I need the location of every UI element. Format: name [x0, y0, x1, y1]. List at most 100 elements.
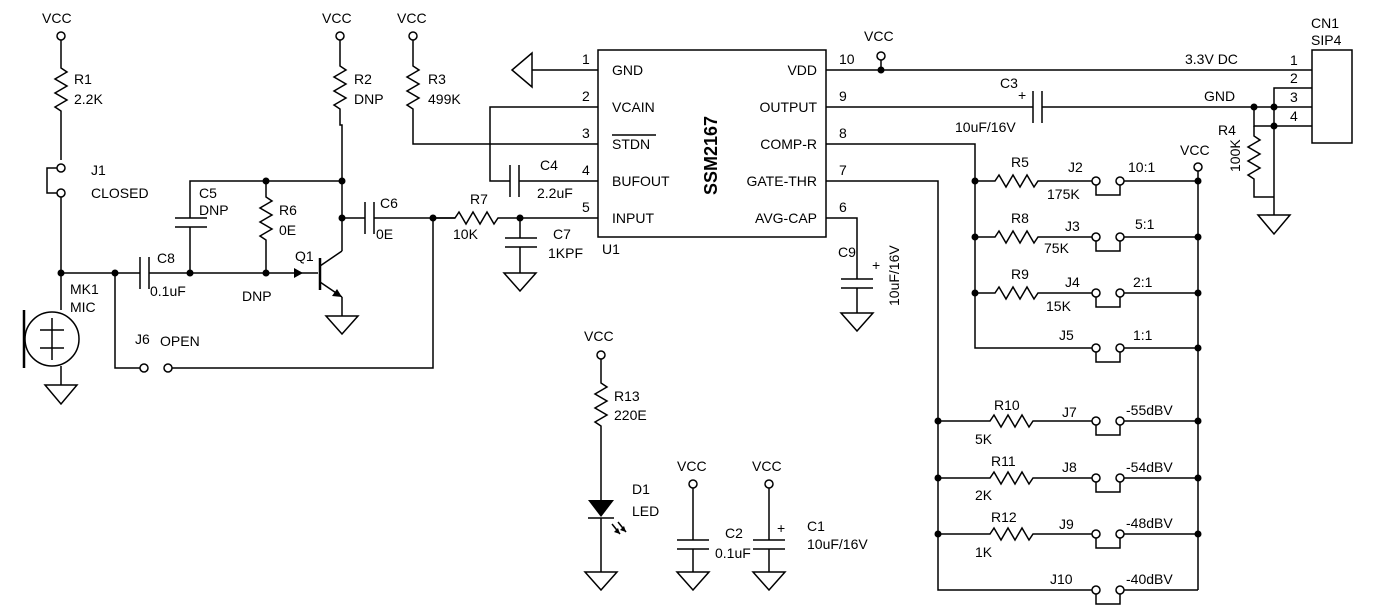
- vcc-terminal-icon: [596, 350, 606, 360]
- ground-icon: [1256, 214, 1292, 236]
- ground-icon: [583, 571, 619, 592]
- svg-text:4: 4: [582, 162, 590, 178]
- j3-ref: J3: [1065, 218, 1080, 234]
- r8-resistor: [975, 229, 1092, 245]
- r6-resistor: [258, 181, 274, 273]
- r11-resistor: [938, 470, 1092, 486]
- j1-pin-icon: [56, 163, 66, 173]
- ground-icon: [675, 571, 711, 592]
- c7-value: 1KPF: [548, 245, 583, 261]
- r12-resistor: [938, 526, 1092, 542]
- svg-text:7: 7: [839, 162, 847, 178]
- r2-value: DNP: [354, 91, 384, 107]
- j8-pin-icon: [1091, 473, 1101, 483]
- pin-avg-cap-label: AVG-CAP: [755, 210, 817, 226]
- svg-text:3: 3: [582, 125, 590, 141]
- r11-ref: R11: [991, 453, 1016, 469]
- j1-shorting-link: [46, 167, 57, 194]
- r10-ref: R10: [994, 397, 1020, 413]
- j3-pin-icon: [1091, 232, 1101, 242]
- r8-ref: R8: [1011, 210, 1029, 226]
- pin-output-label: OUTPUT: [759, 99, 817, 115]
- c9-ref: C9: [838, 244, 856, 260]
- r6-ref: R6: [279, 202, 297, 218]
- d1-value: LED: [632, 503, 659, 519]
- c7-ref: C7: [553, 226, 571, 242]
- vcc-label: VCC: [584, 328, 614, 344]
- vcc-terminal-icon: [764, 479, 774, 489]
- mk1-value: MIC: [70, 299, 96, 315]
- u1-ic: 1 GND 2 VCAIN 3 STDN 4 BUFOUT 5 INPUT 10…: [582, 49, 855, 257]
- j9-pin-icon: [1091, 529, 1101, 539]
- pin-gate-thr-label: GATE-THR: [746, 173, 817, 189]
- r7-resistor: [433, 210, 520, 226]
- svg-text:10: 10: [839, 51, 855, 67]
- u1-right-pins: 10 VDD 9 OUTPUT 8 COMP-R 7 GATE-THR 6 AV…: [746, 51, 854, 226]
- vcc-terminal-icon: [1193, 162, 1203, 172]
- r8-value: 75K: [1044, 240, 1070, 256]
- c8-value: 0.1uF: [150, 283, 186, 299]
- r5-value: 175K: [1047, 186, 1080, 202]
- r7-ref: R7: [470, 191, 488, 207]
- pin-vcain-label: VCAIN: [612, 99, 655, 115]
- svg-text:1: 1: [1290, 52, 1298, 68]
- r3-value: 499K: [428, 91, 461, 107]
- r1-value: 2.2K: [74, 91, 103, 107]
- r4-value: 100K: [1227, 139, 1243, 172]
- ground-icon: [839, 312, 875, 333]
- c2-value: 0.1uF: [715, 545, 751, 561]
- j6-ref: J6: [135, 331, 150, 347]
- r12-ref: R12: [991, 509, 1017, 525]
- r9-ref: R9: [1011, 266, 1029, 282]
- vcc-label: VCC: [752, 458, 782, 474]
- svg-text:+: +: [777, 520, 785, 536]
- svg-text:2: 2: [1290, 70, 1298, 86]
- vcc-label: VCC: [42, 10, 72, 26]
- c3-value: 10uF/16V: [955, 119, 1016, 135]
- cn1-ref: CN1: [1311, 15, 1339, 31]
- vcc-r1: VCC: [42, 10, 72, 41]
- r6-value: 0E: [279, 222, 296, 238]
- j5-pin-icon: [1091, 343, 1101, 353]
- supply-net-label: 3.3V DC: [1185, 51, 1238, 67]
- j4-ref: J4: [1065, 274, 1080, 290]
- svg-text:8: 8: [839, 125, 847, 141]
- r13-value: 220E: [614, 407, 647, 423]
- j5-ratio-label: 1:1: [1133, 327, 1153, 343]
- r10-resistor: [938, 413, 1092, 429]
- svg-text:9: 9: [839, 88, 847, 104]
- j6-value: OPEN: [160, 333, 200, 349]
- r5-ref: R5: [1011, 154, 1029, 170]
- j6-pin-icon: [139, 363, 149, 373]
- vcc-label: VCC: [677, 458, 707, 474]
- mk1-ref: MK1: [70, 281, 99, 297]
- c1-value: 10uF/16V: [807, 536, 868, 552]
- pin-comp-r-label: COMP-R: [760, 136, 817, 152]
- r2-resistor: [332, 40, 348, 251]
- j10-ref: J10: [1050, 571, 1073, 587]
- j10-pin-icon: [1091, 585, 1101, 595]
- r1-ref: R1: [74, 71, 92, 87]
- svg-text:2: 2: [582, 88, 590, 104]
- r7-value: 10K: [453, 226, 479, 242]
- j7-ref: J7: [1062, 404, 1077, 420]
- c5-value: DNP: [199, 202, 229, 218]
- r11-value: 2K: [975, 487, 993, 503]
- cn1-value: SIP4: [1311, 32, 1342, 48]
- u1-ref: U1: [602, 241, 620, 257]
- c6-value: 0E: [376, 226, 393, 242]
- svg-text:5: 5: [582, 199, 590, 215]
- svg-text:+: +: [872, 257, 880, 273]
- j1-value: CLOSED: [91, 185, 149, 201]
- r4-ref: R4: [1218, 122, 1236, 138]
- ground-icon: [510, 51, 533, 89]
- j5-ref: J5: [1059, 327, 1074, 343]
- q1-transistor-icon: [266, 250, 360, 336]
- j1-ref: J1: [91, 162, 106, 178]
- svg-text:1: 1: [582, 51, 590, 67]
- vcc-label: VCC: [1180, 142, 1210, 158]
- c4-value: 2.2uF: [537, 185, 573, 201]
- c9-value: 10uF/16V: [886, 245, 902, 306]
- u1-left-pins: 1 GND 2 VCAIN 3 STDN 4 BUFOUT 5 INPUT: [582, 51, 670, 226]
- j4-ratio-label: 2:1: [1133, 274, 1153, 290]
